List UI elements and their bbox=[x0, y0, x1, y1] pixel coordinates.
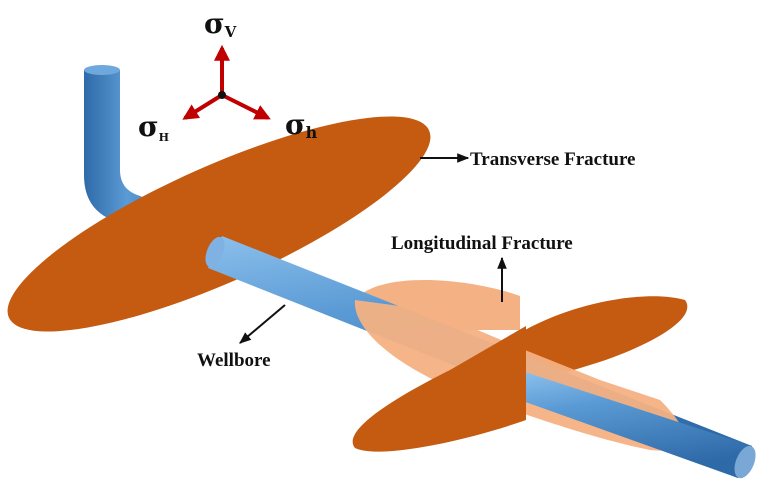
transverse-fracture-2-front bbox=[352, 326, 526, 452]
transverse-fracture-label: Transverse Fracture bbox=[470, 149, 636, 170]
wellbore-label: Wellbore bbox=[197, 350, 271, 371]
wellbore-vertical-section bbox=[84, 65, 170, 232]
sigma-H-label: σH bbox=[138, 110, 169, 144]
transverse-fracture-1 bbox=[7, 116, 431, 332]
axes-origin bbox=[218, 91, 226, 99]
sigma-h-label: σh bbox=[285, 108, 318, 142]
longitudinal-fracture-label: Longitudinal Fracture bbox=[391, 233, 573, 254]
sigma-v-label: σV bbox=[204, 7, 237, 41]
transverse-fracture-2-back bbox=[525, 296, 688, 385]
wellbore-pointer bbox=[239, 304, 286, 344]
stress-axes bbox=[182, 44, 271, 120]
